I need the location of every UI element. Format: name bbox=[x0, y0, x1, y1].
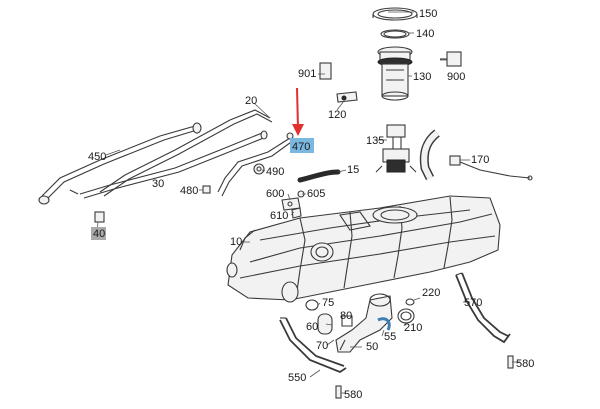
callout-150: 150 bbox=[419, 8, 437, 20]
callout-10: 10 bbox=[230, 236, 242, 248]
callout-40: 40 bbox=[93, 228, 105, 240]
callout-170: 170 bbox=[471, 154, 489, 166]
callout-75: 75 bbox=[322, 297, 334, 309]
highlight-470 bbox=[290, 138, 314, 153]
highlight-40 bbox=[91, 227, 106, 240]
callout-70: 70 bbox=[316, 340, 328, 352]
level-sensor-170 bbox=[449, 155, 533, 181]
callout-60: 60 bbox=[306, 321, 318, 333]
filler-bend-hose bbox=[419, 129, 440, 181]
callout-580-right: 580 bbox=[516, 358, 534, 370]
filler-neck bbox=[335, 293, 393, 353]
tube-60 bbox=[317, 313, 333, 335]
ring-75 bbox=[305, 299, 319, 311]
callout-580-bottom: 580 bbox=[344, 389, 362, 401]
callout-labels: 150 140 130 900 901 120 20 135 470 450 1… bbox=[88, 8, 534, 401]
strap-570 bbox=[455, 272, 511, 344]
lock-ring bbox=[372, 7, 418, 21]
fuel-pump-module bbox=[377, 46, 413, 101]
callout-570: 570 bbox=[464, 297, 482, 309]
callout-120: 120 bbox=[328, 109, 346, 121]
bolt-580-bottom bbox=[335, 385, 342, 399]
callout-600: 600 bbox=[266, 188, 284, 200]
clip-55 bbox=[377, 317, 391, 331]
hose-15 bbox=[297, 169, 341, 183]
callout-80: 80 bbox=[340, 310, 352, 322]
nut-480 bbox=[202, 185, 211, 194]
connector-900 bbox=[440, 51, 462, 67]
callout-550: 550 bbox=[288, 372, 306, 384]
callout-140: 140 bbox=[416, 28, 434, 40]
callout-605: 605 bbox=[307, 188, 325, 200]
cap-40 bbox=[94, 211, 105, 223]
red-pointer-arrow bbox=[292, 87, 304, 136]
fuel-line-30 bbox=[69, 130, 268, 199]
callout-220: 220 bbox=[422, 287, 440, 299]
bracket-600 bbox=[281, 197, 301, 211]
fuel-line-20 bbox=[99, 109, 273, 197]
callout-50: 50 bbox=[366, 341, 378, 353]
ring-220 bbox=[405, 298, 415, 306]
callout-450: 450 bbox=[88, 151, 106, 163]
callout-470: 470 bbox=[292, 141, 310, 153]
clip-610 bbox=[291, 207, 302, 219]
clip-120 bbox=[336, 91, 358, 103]
grommet-490 bbox=[253, 163, 265, 175]
callout-130: 130 bbox=[413, 71, 431, 83]
callout-15: 15 bbox=[347, 164, 359, 176]
fuel-filter bbox=[375, 124, 417, 173]
fuel-line-450 bbox=[38, 122, 202, 205]
callout-490: 490 bbox=[266, 166, 284, 178]
callout-30: 30 bbox=[152, 178, 164, 190]
strap-550 bbox=[279, 317, 347, 374]
callout-210: 210 bbox=[404, 322, 422, 334]
callout-135: 135 bbox=[366, 135, 384, 147]
callout-480: 480 bbox=[180, 185, 198, 197]
callout-900: 900 bbox=[447, 71, 465, 83]
callout-20: 20 bbox=[245, 95, 257, 107]
callout-901: 901 bbox=[298, 68, 316, 80]
fuel-tank bbox=[226, 195, 501, 303]
seal-210 bbox=[397, 308, 415, 324]
leader-lines bbox=[96, 11, 520, 394]
bracket-901 bbox=[319, 62, 332, 80]
seal-ring bbox=[380, 29, 410, 39]
callout-55: 55 bbox=[384, 331, 396, 343]
callout-610: 610 bbox=[270, 210, 288, 222]
